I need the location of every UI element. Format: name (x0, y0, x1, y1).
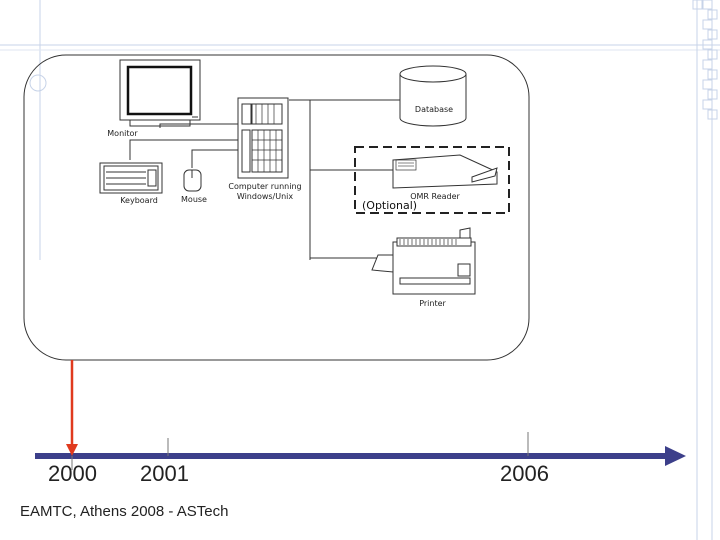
keyboard-label: Keyboard (120, 196, 158, 205)
computer-label-line2: Windows/Unix (236, 192, 294, 201)
year-label-2001: 2001 (140, 461, 189, 486)
keyboard-icon (99, 162, 163, 194)
computer-label: Computer running Windows/Unix (225, 182, 305, 202)
monitor-label: Monitor (107, 129, 138, 138)
timeline-axis (35, 432, 686, 470)
printer-label: Printer (419, 299, 446, 308)
year-label-2006: 2006 (500, 461, 549, 486)
year-label-2000: 2000 (48, 461, 97, 486)
optional-device-frame (354, 146, 510, 214)
optional-label: (Optional) (362, 199, 418, 212)
omr-reader-icon (392, 154, 498, 189)
mouse-icon (183, 169, 202, 192)
computer-tower-icon (237, 97, 289, 179)
system-boundary (23, 54, 530, 361)
printer-icon (371, 227, 476, 295)
mouse-label: Mouse (181, 195, 207, 204)
footer-text: EAMTC, Athens 2008 - ASTech (20, 503, 229, 520)
database-icon (399, 65, 467, 127)
monitor-icon (119, 59, 201, 127)
current-year-marker (66, 360, 78, 456)
omr-reader-label: OMR Reader (410, 192, 460, 201)
computer-label-line1: Computer running (228, 182, 302, 191)
database-label: Database (414, 105, 454, 114)
